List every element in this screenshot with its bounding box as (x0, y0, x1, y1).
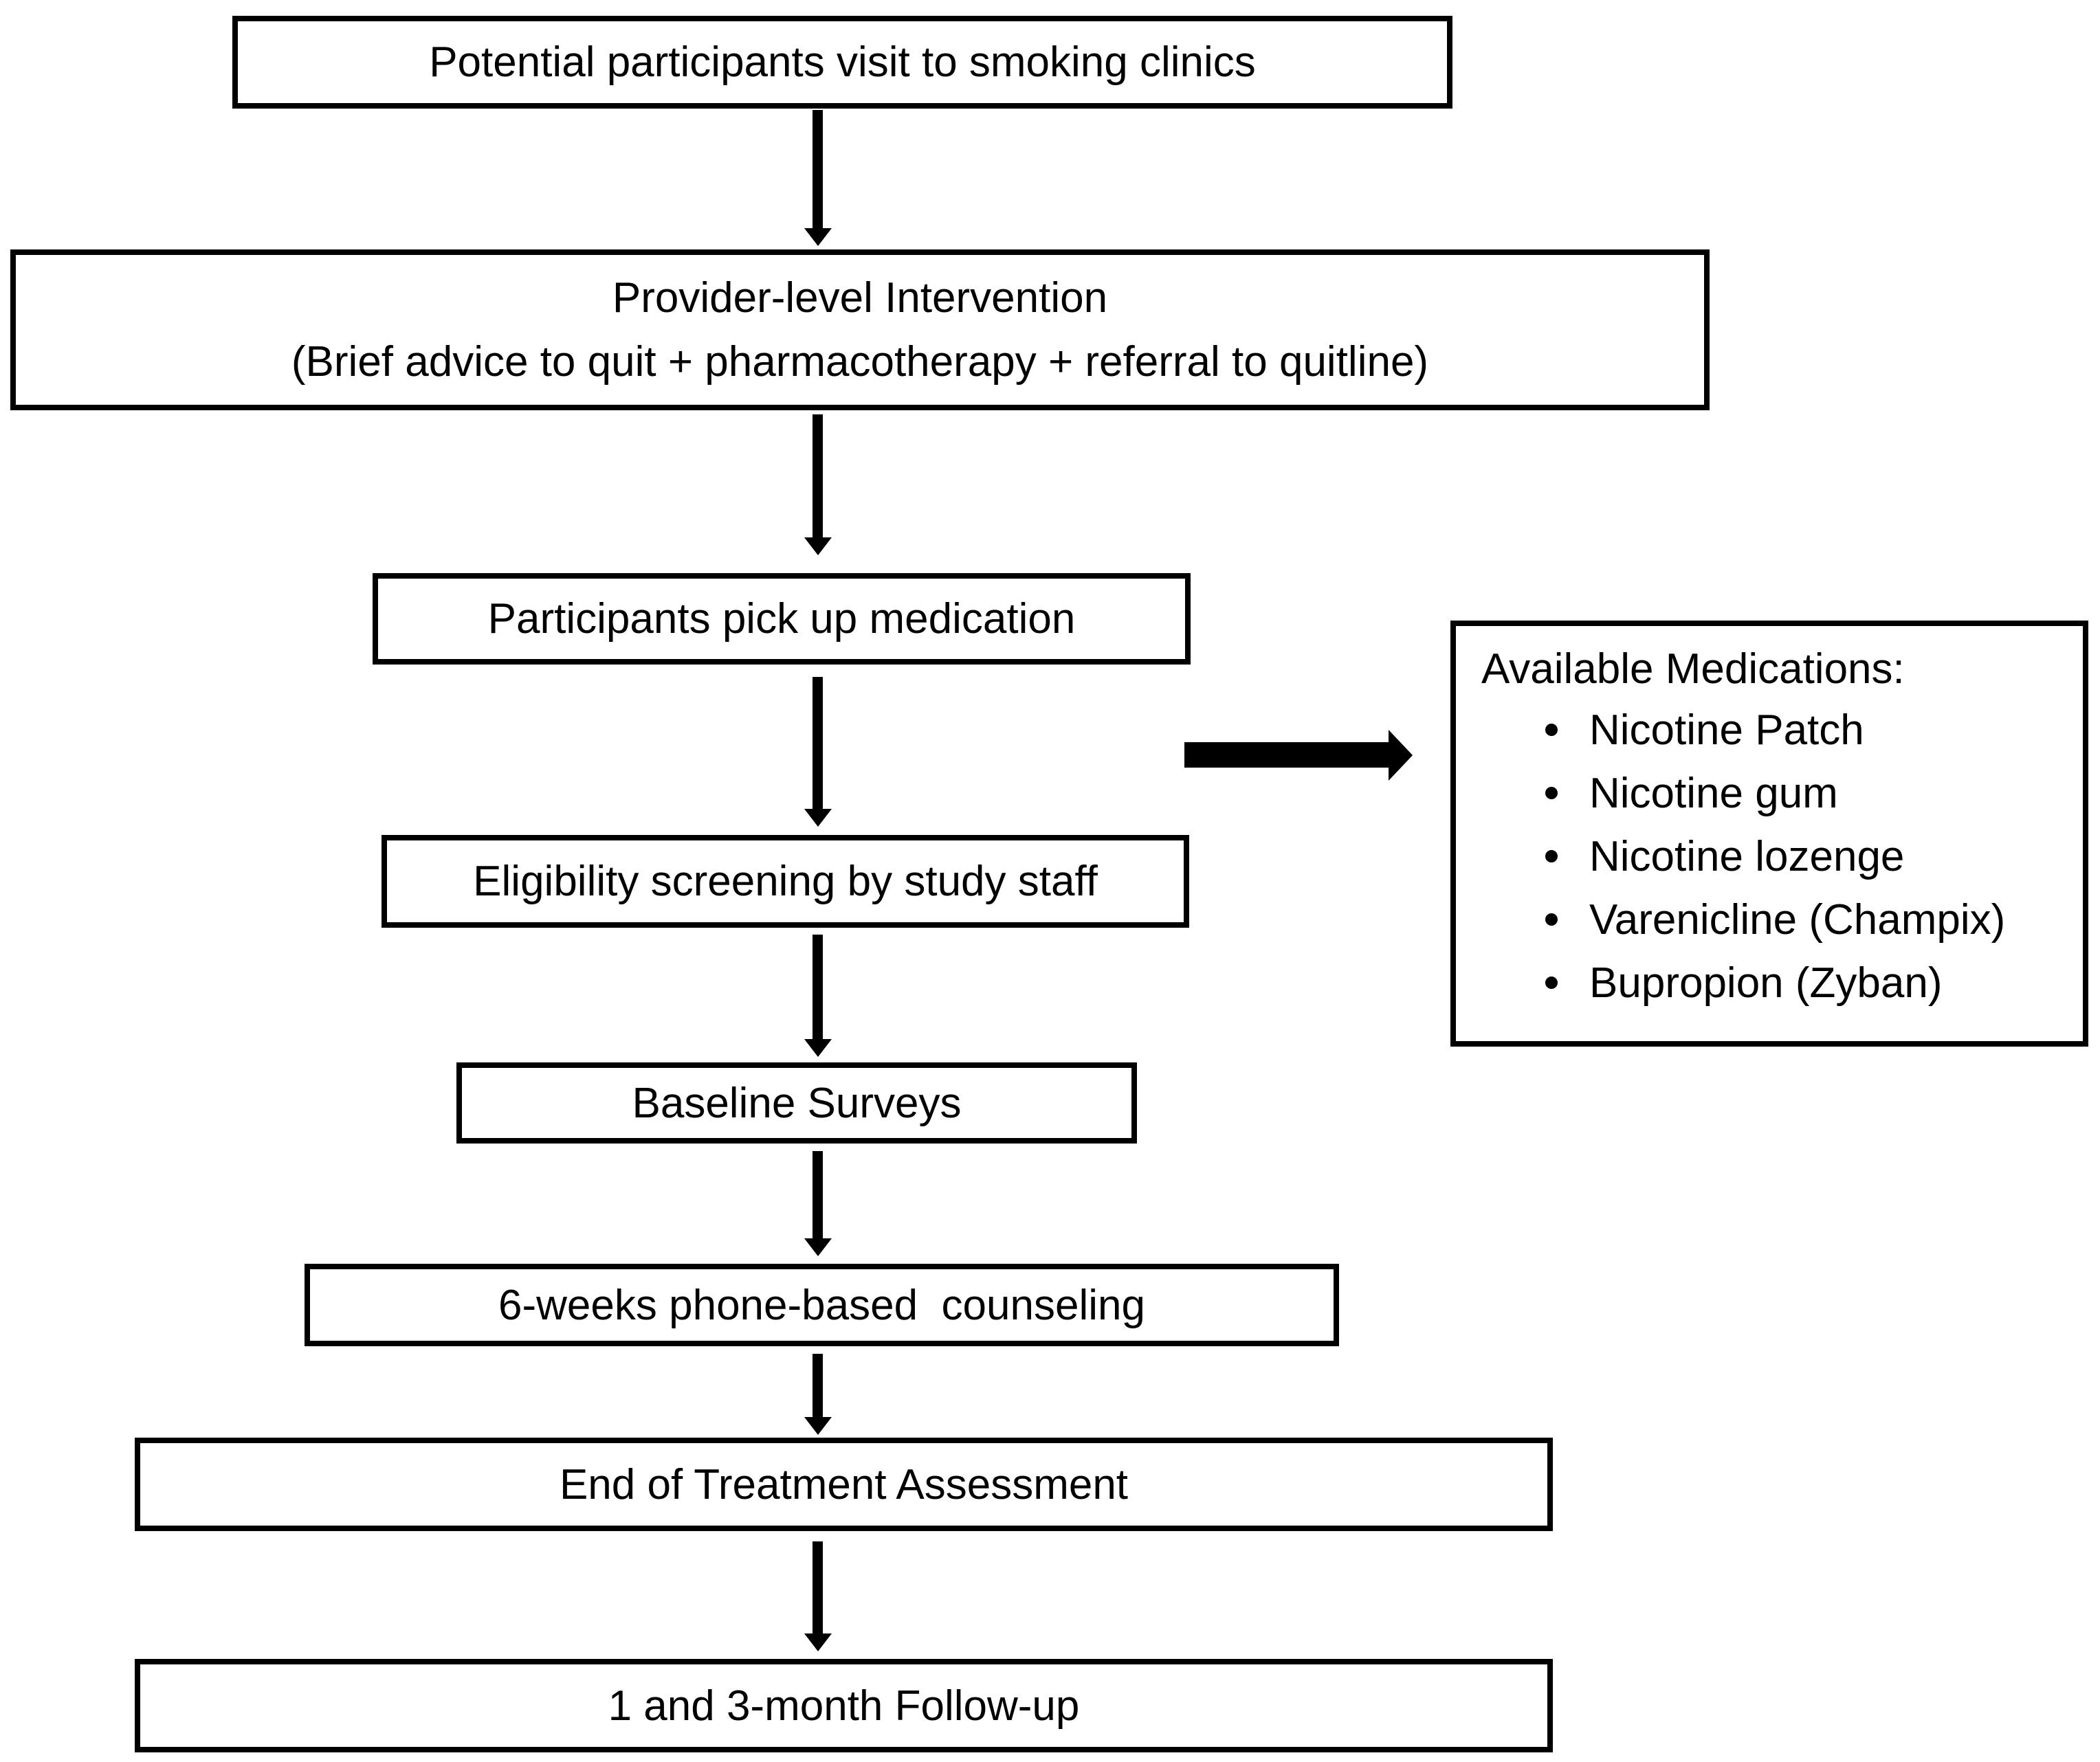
medication-list-item: Nicotine Patch (1545, 698, 2005, 761)
arrow-shaft (813, 1541, 823, 1635)
provider-intervention-line2: (Brief advice to quit + pharmacotherapy … (291, 338, 1429, 386)
flow-box-phone-counseling-label: 6-weeks phone-based counseling (498, 1281, 1145, 1329)
arrow-head (804, 1633, 832, 1651)
arrow-head (804, 228, 832, 246)
flow-box-provider-intervention: Provider-level Intervention (Brief advic… (10, 249, 1710, 410)
down-arrow-icon-4 (804, 935, 832, 1057)
flow-box-clinic-visit: Potential participants visit to smoking … (232, 16, 1452, 109)
medication-list-item: Bupropion (Zyban) (1545, 951, 2005, 1014)
medication-label: Nicotine lozenge (1589, 832, 1905, 880)
bullet-icon (1545, 977, 1558, 989)
flow-box-follow-up: 1 and 3-month Follow-up (135, 1659, 1553, 1752)
arrow-shaft (813, 414, 823, 539)
down-arrow-icon-3 (804, 677, 832, 827)
arrow-head (804, 1238, 832, 1256)
provider-intervention-line1: Provider-level Intervention (612, 274, 1108, 322)
flow-box-medication-pickup-label: Participants pick up medication (487, 595, 1076, 643)
down-arrow-icon-2 (804, 414, 832, 555)
down-arrow-icon-6 (804, 1354, 832, 1435)
medication-label: Nicotine Patch (1589, 706, 1864, 754)
medication-label: Nicotine gum (1589, 769, 1838, 817)
bullet-icon (1545, 913, 1558, 926)
flow-box-phone-counseling: 6-weeks phone-based counseling (305, 1264, 1339, 1346)
flow-box-eligibility-screening: Eligibility screening by study staff (382, 835, 1189, 928)
arrow-shaft (813, 110, 823, 230)
medication-list-item: Nicotine lozenge (1545, 825, 2005, 888)
arrow-head (804, 1039, 832, 1057)
arrow-head (804, 809, 832, 827)
flow-box-end-of-treatment-label: End of Treatment Assessment (559, 1460, 1129, 1508)
medication-label: Bupropion (Zyban) (1589, 959, 1943, 1007)
right-arrow-icon-medications (1184, 730, 1413, 781)
arrow-shaft (813, 1354, 823, 1418)
bullet-icon (1545, 724, 1558, 736)
arrow-shaft (813, 677, 823, 810)
medication-list-item: Varenicline (Champix) (1545, 888, 2005, 951)
flow-box-follow-up-label: 1 and 3-month Follow-up (608, 1682, 1080, 1730)
arrow-shaft (1184, 742, 1389, 768)
bullet-icon (1545, 850, 1558, 862)
available-medications-box (1450, 621, 2088, 1047)
medication-label: Varenicline (Champix) (1589, 895, 2006, 944)
flow-box-eligibility-screening-label: Eligibility screening by study staff (473, 858, 1098, 905)
arrow-shaft (813, 1151, 823, 1240)
arrow-shaft (813, 935, 823, 1040)
down-arrow-icon-7 (804, 1541, 832, 1651)
bullet-icon (1545, 787, 1558, 799)
arrow-head (804, 537, 832, 555)
flow-box-medication-pickup: Participants pick up medication (373, 573, 1191, 665)
available-medications-list: Nicotine Patch Nicotine gum Nicotine loz… (1545, 698, 2005, 1014)
flow-box-clinic-visit-label: Potential participants visit to smoking … (429, 38, 1256, 86)
medication-list-item: Nicotine gum (1545, 761, 2005, 825)
arrow-head (1389, 730, 1413, 781)
flow-box-end-of-treatment: End of Treatment Assessment (135, 1438, 1553, 1531)
flow-box-baseline-surveys-label: Baseline Surveys (632, 1079, 962, 1127)
arrow-head (804, 1417, 832, 1435)
available-medications-title: Available Medications: (1481, 645, 1905, 693)
down-arrow-icon-5 (804, 1151, 832, 1256)
flow-box-baseline-surveys: Baseline Surveys (456, 1062, 1137, 1144)
down-arrow-icon-1 (804, 110, 832, 246)
